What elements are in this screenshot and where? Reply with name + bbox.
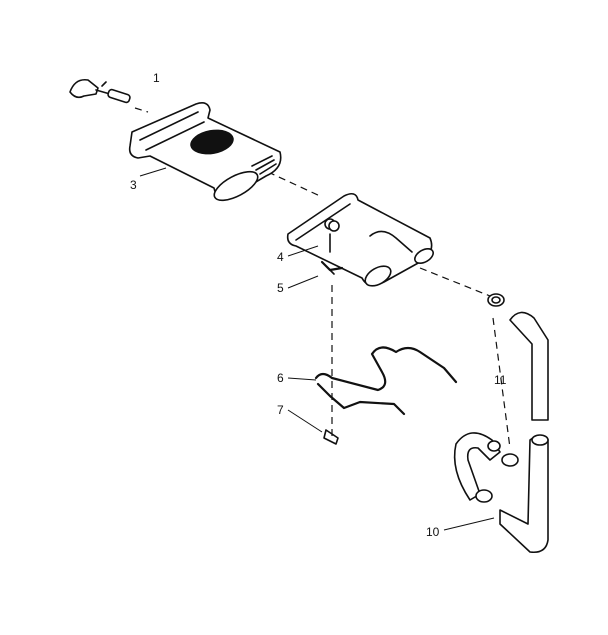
assembly-lines: [134, 107, 511, 449]
callout-4: 4: [277, 250, 284, 264]
callout-10: 10: [426, 525, 440, 539]
part-11-clamp: [487, 293, 519, 467]
part-7-bracket: [323, 429, 339, 445]
part-6-wire: [314, 346, 458, 416]
callout-11: 11: [494, 373, 507, 387]
part-1-ignitor: [69, 78, 131, 104]
part-4-fitting: [328, 220, 340, 253]
part-3-burner-head: [128, 102, 282, 202]
part-5-clip: [320, 260, 344, 275]
callout-3: 3: [130, 178, 137, 192]
callout-leaders: [139, 167, 495, 531]
callout-1: 1: [153, 71, 160, 85]
callout-labels: 1 3 4 5 6 7 10 11: [130, 71, 507, 539]
callout-6: 6: [277, 371, 284, 385]
burner-tube: [286, 192, 434, 287]
part-10-pipes: [453, 311, 549, 554]
callout-5: 5: [277, 281, 284, 295]
callout-7: 7: [277, 403, 284, 417]
